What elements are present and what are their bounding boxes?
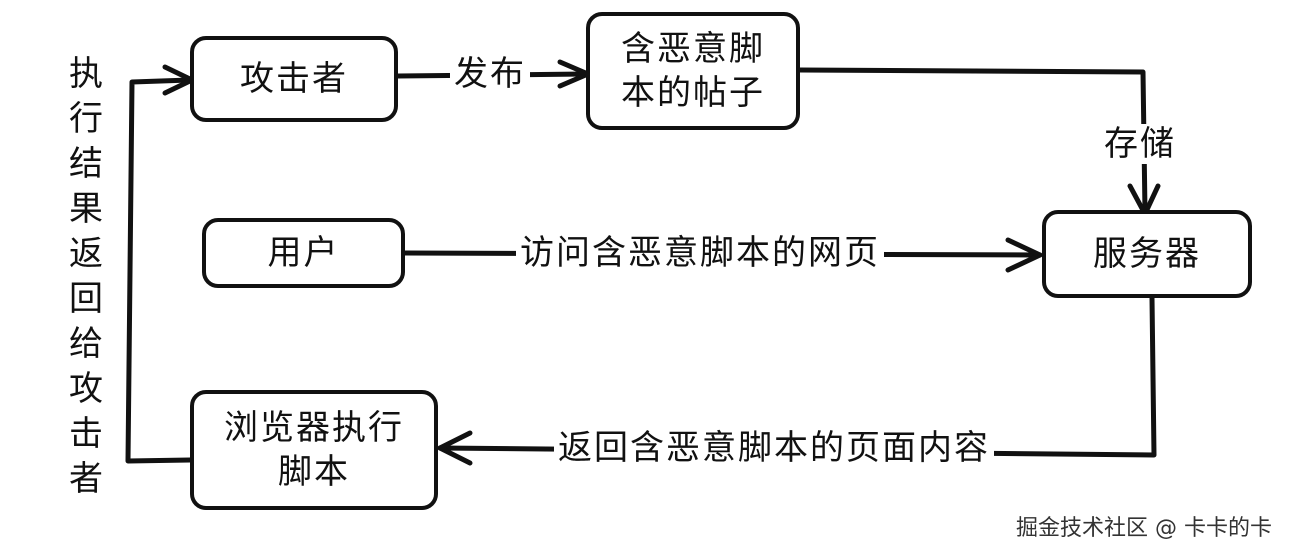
node-attacker: 攻击者 xyxy=(190,36,398,122)
vertical-label-char: 者 xyxy=(69,459,103,499)
vertical-label-char: 返 xyxy=(69,234,103,274)
vertical-label-char: 执 xyxy=(69,54,103,94)
edge-return-result-label: 执行结果返回给攻击者 xyxy=(64,52,108,502)
edge-return-page-arrowhead xyxy=(437,430,473,466)
vertical-label-char: 给 xyxy=(69,324,103,364)
edge-visit-label: 访问含恶意脚本的网页 xyxy=(516,233,884,273)
edge-store-label: 存储 xyxy=(1100,124,1180,164)
node-malicious-post: 含恶意脚本的帖子 xyxy=(586,12,800,130)
node-browser: 浏览器执行脚本 xyxy=(190,390,438,510)
watermark: 掘金技术社区 @ 卡卡的卡 xyxy=(1016,516,1272,541)
node-user: 用户 xyxy=(202,218,405,288)
edge-publish-label: 发布 xyxy=(450,54,530,94)
edge-store-line xyxy=(797,67,1148,215)
vertical-label-char: 行 xyxy=(69,99,103,139)
vertical-label-char: 击 xyxy=(69,414,103,454)
vertical-label-char: 回 xyxy=(69,279,103,319)
vertical-label-char: 果 xyxy=(69,189,103,229)
vertical-label-char: 攻 xyxy=(69,369,103,409)
edge-visit-arrowhead xyxy=(1005,237,1043,273)
node-server: 服务器 xyxy=(1042,210,1252,298)
edge-return-page-label: 返回含恶意脚本的页面内容 xyxy=(554,428,994,468)
vertical-label-char: 结 xyxy=(69,144,103,184)
edge-return-result-line xyxy=(125,77,193,464)
